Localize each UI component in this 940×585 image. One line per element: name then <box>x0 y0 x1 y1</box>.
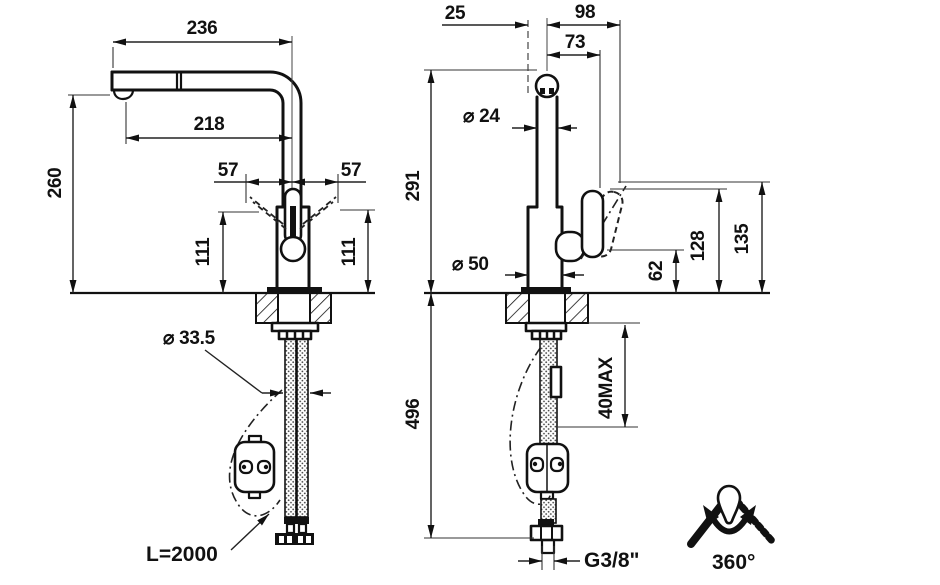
dim-body-diameter: ⌀ 50 <box>452 254 489 275</box>
dim-lever-swing-left: 57 <box>218 160 239 181</box>
spout-inner <box>110 88 285 209</box>
dim-lever-reach-max: 98 <box>575 2 596 23</box>
dim-lever-height-left: 111 <box>193 237 214 266</box>
counterweight-side <box>525 442 570 501</box>
lever-elbow <box>554 230 586 263</box>
hose-right <box>296 338 309 518</box>
rotation-icon: 360° <box>687 484 777 574</box>
label-hose-length: L=2000 <box>146 543 218 566</box>
dim-spout-reach: 236 <box>187 18 218 39</box>
hose-loop-centerline-side <box>509 346 552 505</box>
rotation-arrow-left-head <box>703 505 719 525</box>
dim-spout-height: 260 <box>45 168 66 199</box>
dim-lever-swing-right: 57 <box>341 160 362 181</box>
dim-spout-diameter: ⌀ 24 <box>463 106 500 127</box>
counter-section-left <box>255 292 279 324</box>
lever-swing-dashed <box>249 196 337 230</box>
aerator-bump <box>112 89 135 101</box>
hose-stop-tab <box>549 365 563 399</box>
lever-pivot <box>279 235 307 263</box>
spout-outer <box>110 70 303 209</box>
dim-lever-top-height-tilted: 135 <box>732 223 753 255</box>
rotation-arrow-arc <box>709 515 750 535</box>
rotation-arrow-right-head <box>740 505 756 525</box>
hose-connectors <box>275 533 314 545</box>
dim-deck-thickness-max: 40MAX <box>596 356 617 418</box>
counter-section-left2 <box>505 292 530 324</box>
dim-lever-top-height: 128 <box>688 231 709 262</box>
counter-section-right <box>309 292 332 324</box>
dim-connection-thread: G3/8" <box>584 549 639 572</box>
g38-fitting <box>529 519 564 555</box>
dim-below-deck-depth: 496 <box>403 399 424 430</box>
base-plate-front <box>267 287 322 293</box>
front-view: 236 218 57 57 260 111 111 ⌀ 33.5 L=2000 <box>45 18 375 566</box>
spout-tip-side <box>534 73 560 99</box>
dim-aerator-reach: 218 <box>194 114 225 135</box>
faucet-tip-icon <box>716 484 742 525</box>
base-plate-side <box>521 287 571 293</box>
spout-position-solid <box>687 499 727 548</box>
dim-lever-height-right: 111 <box>339 237 360 266</box>
counter-section-right2 <box>564 292 589 324</box>
dim-lever-bottom-height: 62 <box>646 261 667 282</box>
spout-position-dashed <box>733 497 777 546</box>
counterweight-front <box>233 434 276 500</box>
dim-overall-height: 291 <box>403 170 424 202</box>
rotation-label: 360° <box>712 551 755 574</box>
body-side <box>526 205 564 291</box>
dim-lever-reach: 73 <box>565 32 586 53</box>
dim-spout-offset: 25 <box>445 3 466 24</box>
body-front <box>275 205 311 291</box>
hose-left <box>284 338 297 518</box>
dim-mount-hole-diameter: ⌀ 33.5 <box>163 328 216 349</box>
lever-side <box>580 189 605 259</box>
side-view: 25 98 73 ⌀ 24 ⌀ 50 291 496 62 128 135 40 <box>403 2 770 572</box>
lever-dashed-side <box>589 190 624 258</box>
